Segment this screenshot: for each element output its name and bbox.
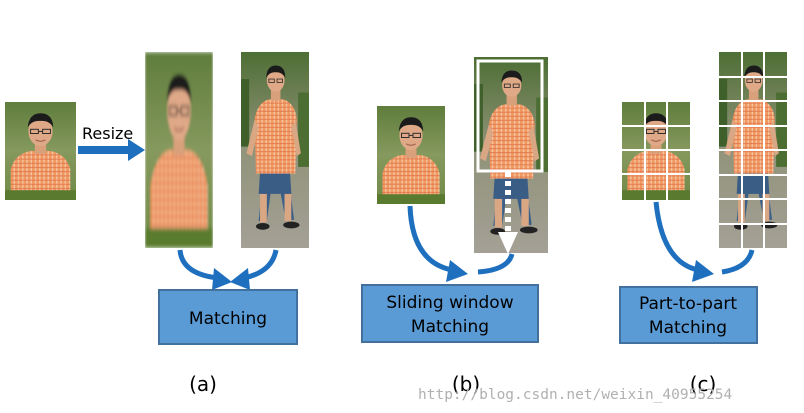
panel-label-b: (b) — [452, 372, 480, 396]
resize-arrow — [78, 139, 145, 161]
matching-box-a: Matching — [158, 289, 298, 345]
curved-arrow-right-a — [243, 249, 279, 281]
arrow-head-left-b — [446, 260, 468, 282]
panel-label-c: (c) — [690, 372, 717, 396]
sliding-window-frame — [476, 59, 544, 173]
gallery-part-grid — [719, 52, 787, 248]
arrow-head-left-a — [212, 268, 232, 290]
query-image-a — [5, 102, 76, 200]
resized-query-image — [145, 52, 213, 248]
matching-box-a-label: Matching — [189, 309, 267, 329]
matching-box-b: Sliding window Matching — [361, 284, 539, 343]
query-image-b — [377, 106, 445, 204]
matching-box-c: Part-to-part Matching — [619, 286, 758, 344]
gallery-image-b — [474, 57, 548, 253]
curved-arrow-right-c — [721, 249, 755, 275]
curved-arrow-left-b — [407, 205, 453, 273]
arrow-head-right-a — [230, 268, 250, 290]
panel-label-a: (a) — [189, 372, 217, 396]
resize-label: Resize — [82, 124, 133, 143]
curved-arrow-left-a — [177, 249, 219, 281]
curved-arrow-right-b — [477, 253, 515, 275]
sliding-direction-arrow — [498, 172, 518, 254]
matching-box-b-line2: Matching — [411, 317, 489, 337]
matching-box-c-line2: Matching — [649, 318, 727, 338]
panel-a: Resize Matching (a) — [5, 52, 309, 396]
gallery-image-a — [241, 52, 309, 248]
query-part-grid — [622, 102, 690, 200]
arrow-head-left-c — [692, 260, 714, 282]
panel-c: Part-to-part Matching (c) — [619, 52, 787, 396]
curved-arrow-left-c — [653, 201, 699, 273]
matching-box-c-line1: Part-to-part — [639, 294, 737, 314]
matching-box-b-line1: Sliding window — [386, 293, 513, 313]
panel-b: Sliding window Matching (b) — [361, 57, 548, 396]
watermark-text: http://blog.csdn.net/weixin_40955254 — [418, 387, 733, 403]
